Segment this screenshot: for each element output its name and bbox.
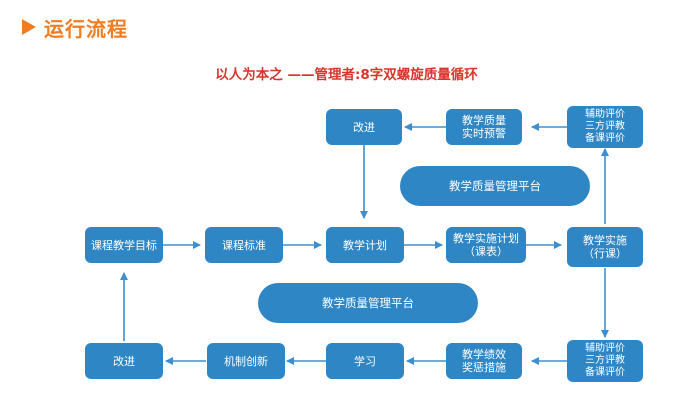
section-heading: 运行流程	[22, 12, 128, 42]
node-bottom-improve: 改进	[85, 343, 163, 379]
node-top-evaluation: 辅助评价 三方评教 备课评价	[567, 106, 643, 148]
node-bottom-evaluation: 辅助评价 三方评教 备课评价	[567, 340, 643, 382]
node-top-improve: 改进	[326, 109, 402, 145]
node-top-warning: 教学质量 实时预警	[446, 109, 522, 145]
triangle-marker-icon	[22, 19, 36, 35]
bottom-quality-platform: 教学质量管理平台	[258, 283, 478, 323]
node-learning: 学习	[326, 343, 404, 379]
diagram-subtitle: 以人为本之 ——管理者:8字双螺旋质量循环	[215, 67, 478, 83]
node-mechanism-innovation: 机制创新	[207, 343, 285, 379]
node-teaching-plan: 教学计划	[326, 227, 404, 263]
section-heading-text: 运行流程	[44, 16, 128, 41]
node-course-goals: 课程教学目标	[85, 227, 163, 263]
top-quality-platform: 教学质量管理平台	[400, 166, 590, 206]
node-course-standard: 课程标准	[205, 227, 283, 263]
node-implementation: 教学实施 （行课）	[567, 227, 643, 267]
node-performance-incentive: 教学绩效 奖惩措施	[446, 343, 522, 379]
node-implementation-plan: 教学实施计划 （课表）	[446, 227, 526, 263]
